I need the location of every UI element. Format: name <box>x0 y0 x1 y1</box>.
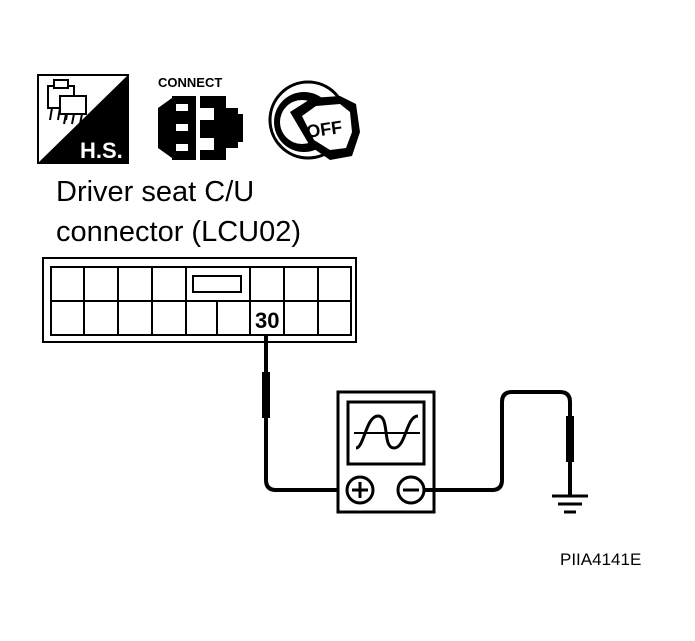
connector-title-line1: Driver seat C/U <box>56 176 255 208</box>
oscilloscope <box>336 390 436 514</box>
connect-icon: CONNECT <box>158 75 243 160</box>
ground-probe <box>424 390 574 496</box>
connector-face: 30 <box>42 257 357 343</box>
diagram-code: PIIA4141E <box>560 550 642 569</box>
terminal-30-label: 30 <box>255 308 279 333</box>
minus-terminal-icon <box>396 475 426 505</box>
connect-label: CONNECT <box>158 75 222 90</box>
connector-title-line2: connector (LCU02) <box>56 216 301 248</box>
ignition-off-icon: OFF <box>268 80 360 160</box>
positive-probe <box>262 336 345 492</box>
ground-icon <box>552 494 588 514</box>
harness-sensor-icon: H.S. <box>37 74 129 164</box>
off-label: OFF <box>305 117 343 142</box>
plus-terminal-icon <box>345 475 375 505</box>
hs-label: H.S. <box>80 138 123 163</box>
